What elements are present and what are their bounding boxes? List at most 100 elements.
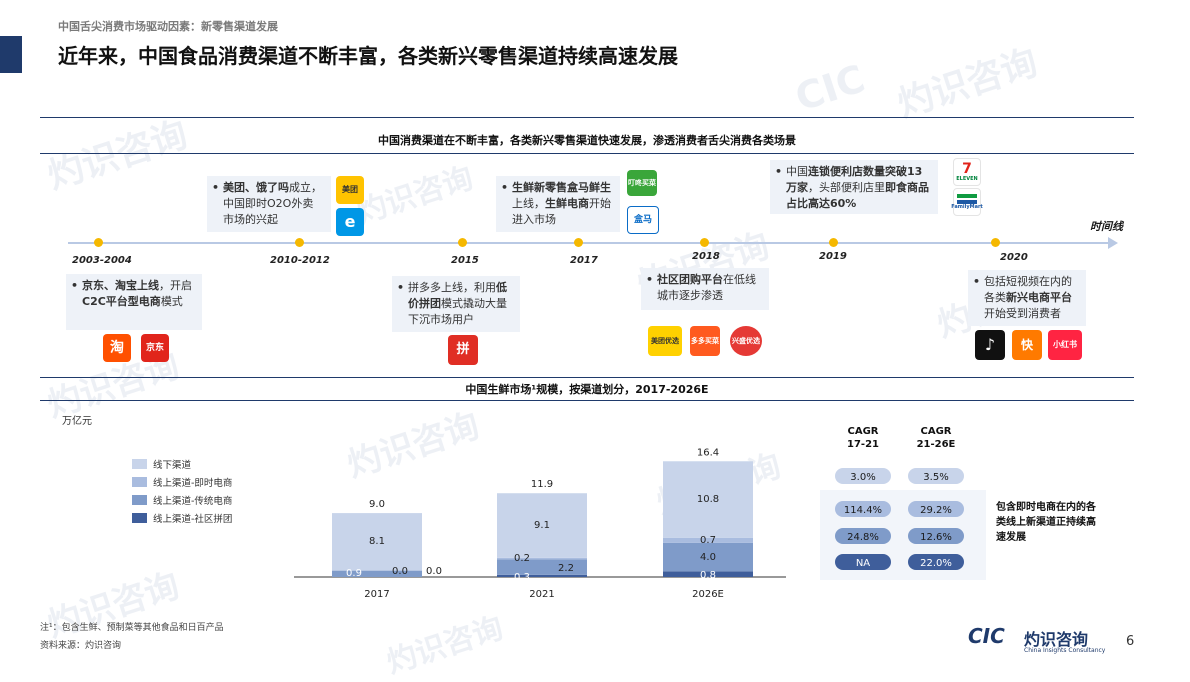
bar-total-label: 16.4 bbox=[697, 447, 719, 458]
event-2017-box: • 生鲜新零售盒马鲜生上线，生鲜电商开始进入市场 bbox=[496, 176, 620, 232]
bar-value-label: 0.2 bbox=[514, 553, 530, 564]
event-text: 开始进入市场 bbox=[512, 197, 611, 226]
bar-value-label: 0.0 bbox=[392, 566, 408, 577]
legend-swatch bbox=[132, 459, 147, 469]
timeline-arrow-icon bbox=[1108, 237, 1118, 249]
event-highlight: 美团、饿了吗 bbox=[223, 181, 289, 194]
legend-label: 线下渠道 bbox=[153, 460, 192, 471]
timeline-heading: 中国消费渠道在不断丰富，各类新兴零售渠道快速发展，渗透消费者舌尖消费各类场景 bbox=[378, 134, 796, 147]
watermark-text: 灼识咨询 bbox=[892, 42, 1043, 126]
event-highlight: 京东、淘宝上线 bbox=[82, 279, 159, 292]
bar-segment bbox=[497, 574, 587, 577]
cagr-header: CAGR bbox=[848, 426, 879, 437]
legend-item: 线上渠道-社区拼团 bbox=[132, 509, 232, 527]
seven-eleven-logo-icon: 7 ELEVEN bbox=[953, 158, 981, 186]
bar-value-label: 0.0 bbox=[426, 566, 442, 577]
event-text: 拼多多上线，利用 bbox=[408, 281, 496, 294]
x-tick-label: 2017 bbox=[364, 589, 389, 600]
chart-legend: 线下渠道 线上渠道-即时电商 线上渠道-传统电商 线上渠道-社区拼团 bbox=[132, 455, 232, 527]
cagr-header: CAGR bbox=[921, 426, 952, 437]
legend-label: 线上渠道-社区拼团 bbox=[153, 514, 233, 525]
bar-value-label: 4.0 bbox=[700, 552, 716, 563]
timeline-dot bbox=[94, 238, 103, 247]
brand-name-en: China Insights Consultancy bbox=[1024, 647, 1106, 654]
event-text: 上线， bbox=[512, 197, 545, 210]
bar-total-label: 11.9 bbox=[531, 479, 553, 490]
event-text: 包括短视频在内的各类 bbox=[984, 275, 1072, 304]
bar-segment bbox=[497, 559, 587, 575]
event-highlight: 新兴电商平台 bbox=[1006, 291, 1072, 304]
bar-total-label: 9.0 bbox=[369, 499, 385, 510]
event-text: 中国 bbox=[786, 165, 808, 178]
x-tick-label: 2026E bbox=[692, 589, 724, 600]
brand-name-cn: 灼识咨询 bbox=[1024, 630, 1089, 649]
cagr-value: 22.0% bbox=[920, 558, 952, 569]
bar-segment bbox=[663, 542, 753, 572]
watermark-text: 灼识咨询 bbox=[382, 610, 508, 681]
timeline-dot bbox=[829, 238, 838, 247]
pinduoduo-logo-icon: 拼 bbox=[448, 335, 478, 365]
cagr-pill bbox=[835, 468, 891, 484]
page-title: 近年来，中国食品消费渠道不断丰富，各类新兴零售渠道持续高速发展 bbox=[58, 44, 678, 68]
bar-value-label: 0.7 bbox=[700, 535, 716, 546]
event-2019-box: • 中国连锁便利店数量突破13万家，头部便利店里即食商品占比高达60% bbox=[770, 160, 938, 214]
cagr-header: 17-21 bbox=[847, 439, 879, 450]
legend-item: 线上渠道-即时电商 bbox=[132, 473, 232, 491]
xingsheng-youxuan-logo-icon: 兴盛优选 bbox=[730, 326, 762, 356]
market-heading: 中国生鲜市场¹规模，按渠道划分，2017-2026E bbox=[465, 383, 709, 396]
event-highlight: 低价拼团 bbox=[408, 281, 507, 310]
cagr-pill bbox=[908, 528, 964, 544]
timeline-dot bbox=[458, 238, 467, 247]
bar-segment bbox=[497, 493, 587, 558]
cagr-header: 21-26E bbox=[917, 439, 956, 450]
cagr-pill bbox=[835, 501, 891, 517]
cagr-pill bbox=[908, 468, 964, 484]
bar-value-label: 0.8 bbox=[700, 570, 716, 581]
timeline-year: 2018 bbox=[692, 251, 720, 262]
cic-logo: CIC bbox=[968, 624, 1005, 648]
event-text: ，开启 bbox=[159, 279, 192, 292]
cagr-value: 114.4% bbox=[844, 505, 882, 516]
event-2003-box: • 京东、淘宝上线，开启C2C平台型电商模式 bbox=[66, 274, 202, 330]
section-divider bbox=[40, 153, 1134, 154]
legend-swatch bbox=[132, 513, 147, 523]
event-highlight: 生鲜电商 bbox=[545, 197, 589, 210]
bar-segment bbox=[332, 513, 422, 571]
timeline-year: 2010-2012 bbox=[270, 255, 330, 266]
bar-segment bbox=[663, 537, 753, 543]
timeline-dot bbox=[295, 238, 304, 247]
page-supertitle: 中国舌尖消费市场驱动因素：新零售渠道发展 bbox=[58, 20, 278, 33]
timeline-year: 2017 bbox=[570, 255, 598, 266]
watermark-text: 灼识咨询 bbox=[352, 160, 478, 231]
event-text: 成立，中国即时O2O外卖市场的兴起 bbox=[223, 181, 322, 226]
cagr-value: 3.5% bbox=[923, 472, 948, 483]
x-tick-label: 2021 bbox=[529, 589, 554, 600]
bar-segment bbox=[497, 557, 587, 560]
legend-swatch bbox=[132, 477, 147, 487]
familymart-logo-icon: FamilyMart bbox=[951, 188, 983, 216]
source-note: 资料来源：灼识咨询 bbox=[40, 641, 122, 651]
market-note: 包含即时电商在内的各类线上新渠道正持续高速发展 bbox=[996, 502, 1096, 543]
event-text: 在低线城市逐步渗透 bbox=[657, 273, 756, 302]
legend-item: 线上渠道-传统电商 bbox=[132, 491, 232, 509]
bar-value-label: 9.1 bbox=[534, 520, 550, 531]
hema-logo-icon: 盒马 bbox=[627, 206, 659, 234]
event-text: 模式 bbox=[160, 295, 183, 308]
bar-segment bbox=[663, 571, 753, 577]
cagr-pill bbox=[908, 554, 964, 570]
section-divider bbox=[40, 400, 1134, 401]
douyin-logo-icon: ♪ bbox=[975, 330, 1005, 360]
legend-item: 线下渠道 bbox=[132, 455, 232, 473]
title-accent-bar bbox=[0, 36, 22, 73]
meituan-youxuan-logo-icon: 美团优选 bbox=[648, 326, 682, 356]
timeline-dot bbox=[700, 238, 709, 247]
bar-value-label: 8.1 bbox=[369, 536, 385, 547]
timeline-axis-label: 时间线 bbox=[1090, 220, 1123, 233]
dingdong-logo-icon: 叮咚买菜 bbox=[627, 170, 657, 196]
cagr-value: 12.6% bbox=[920, 532, 952, 543]
section-divider bbox=[40, 377, 1134, 378]
legend-label: 线上渠道-即时电商 bbox=[153, 478, 233, 489]
event-text: ，头部便利店里 bbox=[808, 181, 885, 194]
taobao-logo-icon: 淘 bbox=[103, 334, 131, 362]
